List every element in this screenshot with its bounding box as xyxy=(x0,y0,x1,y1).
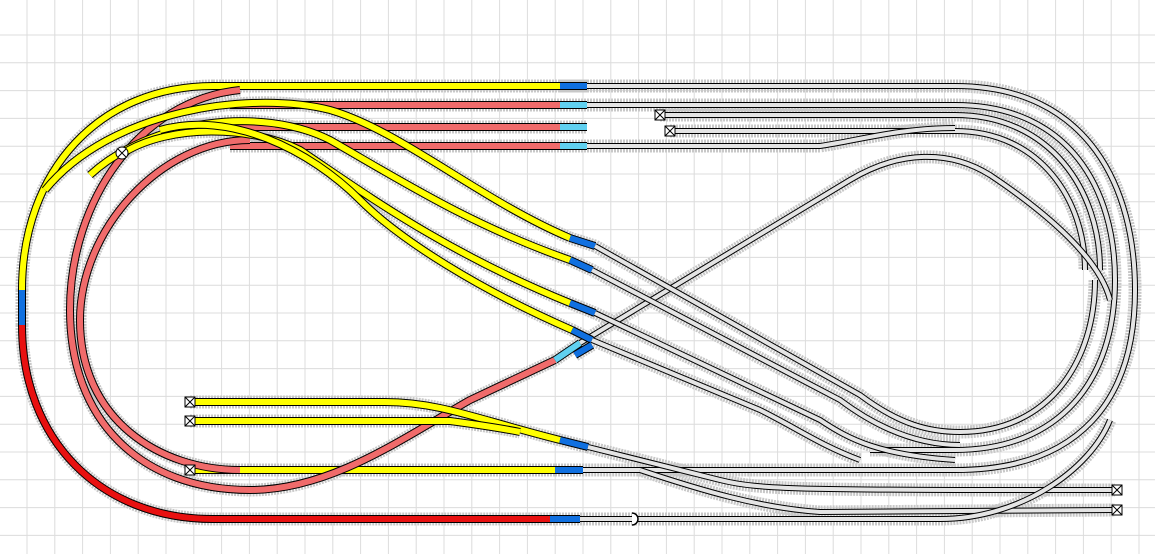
track-section-occupied-yellow[interactable] xyxy=(190,399,561,443)
track-section-reserved-red[interactable] xyxy=(76,137,251,473)
track-section-idle-grey[interactable] xyxy=(591,338,861,462)
track-section-occupied-yellow[interactable] xyxy=(190,418,521,435)
track-section-signal-blue[interactable] xyxy=(568,300,597,316)
track-section-idle-grey[interactable] xyxy=(594,244,1097,435)
track-section-occupied-yellow[interactable] xyxy=(159,121,574,333)
track-section-idle-grey[interactable] xyxy=(635,419,1112,521)
track-section-signal-blue[interactable] xyxy=(559,437,589,450)
track-section-signal-blue[interactable] xyxy=(568,257,594,273)
buffer-stop-icon[interactable] xyxy=(1111,484,1123,496)
buffer-stop-icon[interactable] xyxy=(184,464,196,476)
track-section-signal-light-blue[interactable] xyxy=(553,340,582,363)
track-section-idle-grey[interactable] xyxy=(660,113,1102,271)
buffer-stop-icon[interactable] xyxy=(654,109,666,121)
turntable-icon[interactable] xyxy=(115,146,129,160)
track-section-idle-grey[interactable] xyxy=(583,84,1138,472)
track-section-occupied-yellow[interactable] xyxy=(19,83,214,291)
track-section-occupied-yellow[interactable] xyxy=(42,99,572,241)
track-section-idle-grey[interactable] xyxy=(591,268,961,447)
track-section-route-red[interactable] xyxy=(19,324,550,522)
track-section-idle-grey[interactable] xyxy=(587,445,1116,492)
track-section-signal-blue[interactable] xyxy=(573,342,594,358)
buffer-stop-icon[interactable] xyxy=(664,125,676,137)
track-section-idle-grey[interactable] xyxy=(670,129,1087,271)
track-section-signal-blue[interactable] xyxy=(569,235,596,249)
bumper-layer xyxy=(115,109,1123,526)
track-section-idle-grey[interactable] xyxy=(587,126,956,148)
buffer-stop-icon[interactable] xyxy=(184,415,196,427)
track-section-idle-grey[interactable] xyxy=(594,311,956,462)
track-section-signal-blue[interactable] xyxy=(570,327,594,343)
track-end-icon[interactable] xyxy=(631,512,639,526)
buffer-stop-icon[interactable] xyxy=(1111,504,1123,516)
track-section-idle-grey[interactable] xyxy=(578,154,1112,345)
buffer-stop-icon[interactable] xyxy=(184,396,196,408)
track-section-idle-grey[interactable] xyxy=(639,468,1116,515)
track-section-idle-grey[interactable] xyxy=(587,103,1118,452)
